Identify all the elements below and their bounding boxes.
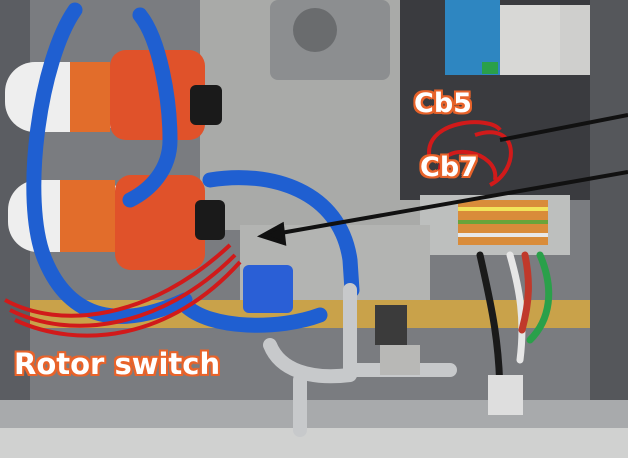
label-cb7: Cb7 xyxy=(420,152,478,183)
pump-1-head xyxy=(110,50,205,140)
right-frame xyxy=(590,0,628,458)
blue-hoses xyxy=(26,2,360,333)
cabinet-edge xyxy=(0,428,628,458)
label-cb5: Cb5 xyxy=(414,88,472,119)
pump-2-label xyxy=(60,180,115,252)
pump-2-head xyxy=(115,175,205,270)
pump-1-label xyxy=(70,62,110,132)
red-wires xyxy=(4,120,513,338)
terminal-stripes xyxy=(458,207,548,237)
contactor-1 xyxy=(500,5,560,75)
pump-1-switch xyxy=(190,85,222,125)
annotation-arrows xyxy=(256,113,628,246)
solenoid-body xyxy=(380,345,420,375)
pump-2-switch xyxy=(195,200,225,240)
solenoid-coil xyxy=(375,305,407,345)
label-rotor-switch: Rotor switch xyxy=(14,347,221,381)
contactor-2 xyxy=(560,5,590,75)
cable-gland xyxy=(488,375,523,415)
gear-motor-hub xyxy=(293,8,337,52)
power-terminal xyxy=(482,62,498,74)
valve-actuator xyxy=(243,265,293,313)
